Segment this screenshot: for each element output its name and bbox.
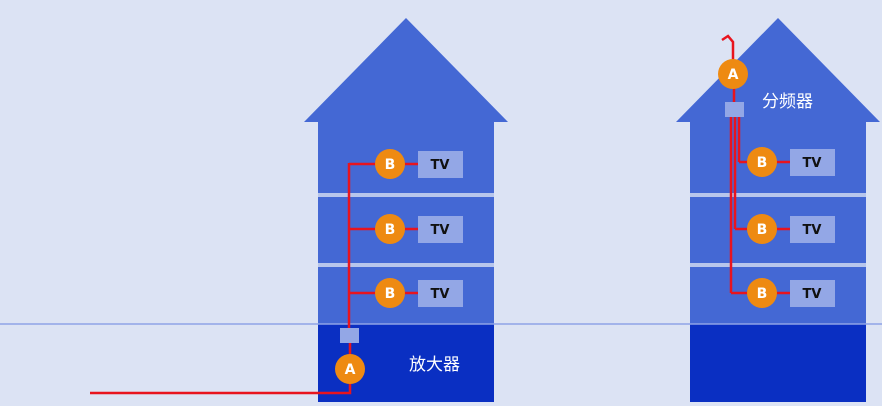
- tv-box: [418, 216, 463, 243]
- left-roof: [304, 18, 508, 122]
- amplifier-badge-label: A: [345, 362, 356, 378]
- right-building: [676, 18, 880, 402]
- right-floor-2: B TV: [747, 214, 835, 244]
- amplifier-badge: [335, 354, 365, 384]
- tv-label: TV: [803, 156, 822, 171]
- right-roof: [676, 18, 880, 122]
- tv-label: TV: [803, 287, 822, 302]
- right-floor-separator: [690, 263, 866, 267]
- amplifier-badge: [718, 59, 748, 89]
- left-amplifier: A: [335, 354, 365, 384]
- right-building-body: [690, 121, 866, 325]
- tv-label: TV: [431, 223, 450, 238]
- left-floor-3: B TV: [375, 149, 463, 179]
- tv-box: [790, 216, 835, 243]
- left-floor-1: B TV: [375, 278, 463, 308]
- outlet-badge: [375, 149, 405, 179]
- left-floor-separator: [318, 193, 494, 197]
- right-floor-3: B TV: [747, 147, 835, 177]
- outlet-badge: [747, 214, 777, 244]
- tv-label: TV: [431, 287, 450, 302]
- tv-box: [790, 280, 835, 307]
- outlet-badge: [375, 214, 405, 244]
- tv-box: [418, 151, 463, 178]
- outlet-badge-label: B: [757, 286, 768, 302]
- tv-label: TV: [431, 158, 450, 173]
- left-splitter-box: [340, 328, 359, 343]
- outlet-badge: [747, 278, 777, 308]
- incoming-cable: [90, 383, 352, 395]
- right-floor-separator: [690, 193, 866, 197]
- left-floor-2: B TV: [375, 214, 463, 244]
- antenna-cable: [721, 34, 735, 60]
- outlet-badge-label: B: [757, 222, 768, 238]
- left-cables: [90, 162, 418, 395]
- left-floor-separator: [318, 263, 494, 267]
- right-floor-1: B TV: [747, 278, 835, 308]
- right-splitter-box: [725, 102, 744, 117]
- outlet-badge: [375, 278, 405, 308]
- tv-box: [418, 280, 463, 307]
- tv-label: TV: [803, 223, 822, 238]
- outlet-badge: [747, 147, 777, 177]
- right-amplifier: A: [718, 59, 748, 89]
- tv-box: [790, 149, 835, 176]
- amplifier-badge-label: A: [728, 67, 739, 83]
- left-building: [304, 18, 508, 402]
- right-cables: [721, 34, 790, 295]
- outlet-badge-label: B: [385, 157, 396, 173]
- outlet-badge-label: B: [385, 286, 396, 302]
- amplifier-label: 放大器: [409, 355, 460, 375]
- outlet-badge-label: B: [757, 155, 768, 171]
- outlet-badge-label: B: [385, 222, 396, 238]
- right-basement: [690, 324, 866, 402]
- splitter-label: 分频器: [762, 92, 813, 112]
- left-building-body: [318, 121, 494, 325]
